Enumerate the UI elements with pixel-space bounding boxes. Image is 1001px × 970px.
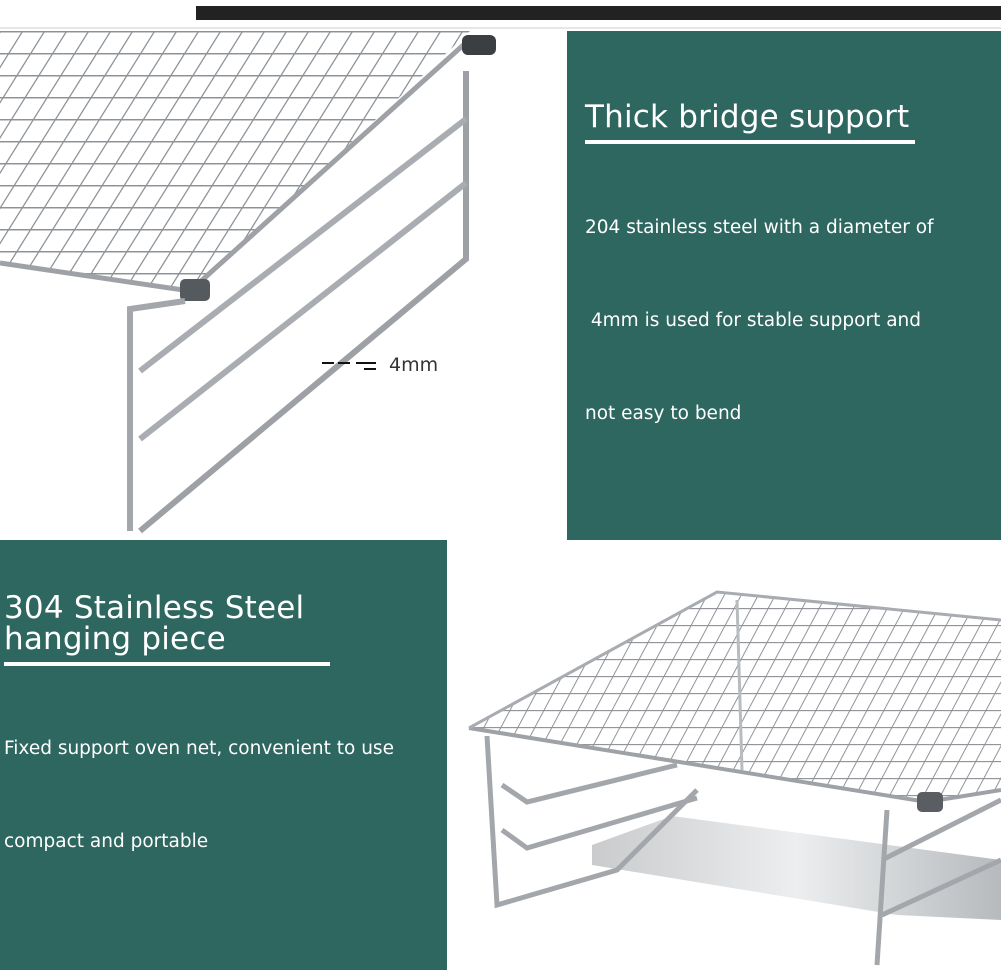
diameter-label: 4mm: [389, 354, 439, 376]
top-bar: [196, 6, 1001, 20]
description-line: compact and portable: [4, 831, 209, 852]
heading-line: 304 Stainless Steel: [4, 590, 305, 626]
heading-underline: [585, 140, 915, 144]
product-photo-closeup: 4mm: [0, 31, 567, 540]
divider-line: [0, 27, 1001, 29]
grill-rack-closeup-image: [0, 31, 567, 540]
description-line: 4mm is used for stable support and: [585, 310, 922, 331]
bridge-support-heading: Thick bridge support: [585, 99, 910, 135]
hanging-piece-description: Fixed support oven net, convenient to us…: [4, 671, 444, 919]
grill-rack-full-image: [447, 540, 1001, 970]
description-line: not easy to bend: [585, 403, 742, 424]
bridge-support-panel: Thick bridge support 204 stainless steel…: [567, 31, 1001, 540]
description-line: 204 stainless steel with a diameter of: [585, 217, 934, 238]
hanging-piece-panel: 304 Stainless Steel hanging piece Fixed …: [0, 540, 447, 970]
description-line: Fixed support oven net, convenient to us…: [4, 738, 394, 759]
heading-underline: [4, 662, 330, 666]
heading-line: hanging piece: [4, 621, 226, 657]
product-photo-full: [447, 540, 1001, 970]
bridge-support-description: 204 stainless steel with a diameter of 4…: [585, 150, 995, 491]
hanging-piece-heading: 304 Stainless Steel hanging piece: [4, 593, 304, 655]
